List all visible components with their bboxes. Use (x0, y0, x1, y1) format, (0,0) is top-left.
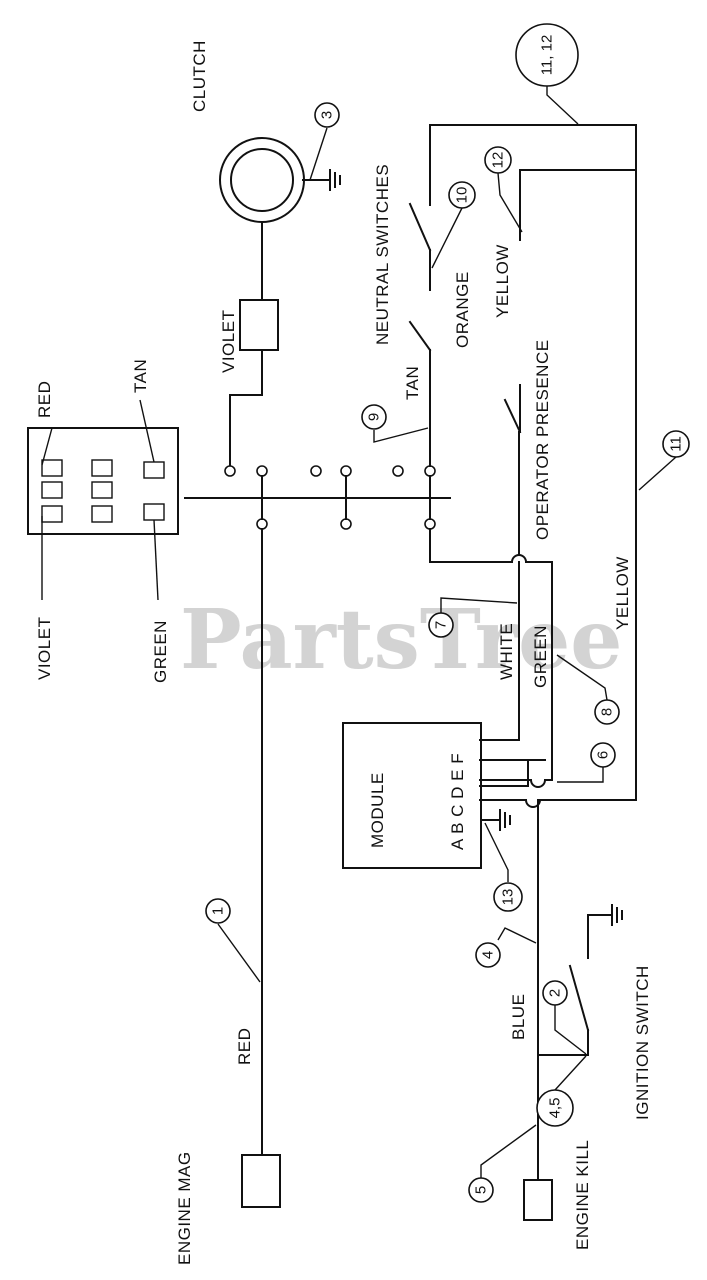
svg-text:11: 11 (668, 436, 685, 452)
connector-green-label: GREEN (151, 620, 170, 683)
svg-text:11, 12: 11, 12 (539, 35, 556, 76)
wire-red-label: RED (235, 1028, 254, 1065)
svg-text:8: 8 (599, 708, 616, 716)
engine-kill-label: ENGINE KILL (573, 1140, 592, 1250)
callout-1: 1 (205, 898, 261, 983)
engine-mag-label: ENGINE MAG (175, 1151, 194, 1265)
connector-tan-label: TAN (131, 359, 150, 393)
callout-9: 9 (361, 404, 429, 443)
wire-blue-label: BLUE (509, 994, 528, 1040)
module (342, 722, 511, 869)
svg-text:12: 12 (490, 152, 507, 169)
callout-8: 8 (556, 654, 620, 725)
wire-harness-connector (27, 399, 179, 601)
clutch (219, 137, 341, 471)
svg-text:4,5: 4,5 (547, 1098, 564, 1119)
svg-text:5: 5 (473, 1186, 490, 1194)
callout-4: 4 (475, 927, 537, 968)
svg-text:1: 1 (210, 907, 227, 915)
svg-text:10: 10 (454, 187, 471, 204)
wire-green-label: GREEN (531, 625, 550, 688)
svg-text:13: 13 (500, 889, 517, 906)
callout-12: 12 (484, 146, 523, 233)
blue-wire (523, 799, 623, 1221)
operator-presence-label: OPERATOR PRESENCE (533, 339, 552, 540)
wire-orange-label: ORANGE (453, 271, 472, 348)
callout-2: 2 (542, 980, 587, 1055)
callout-6: 6 (557, 742, 616, 783)
module-label: MODULE (368, 772, 387, 848)
watermark: PartsTree (180, 592, 622, 688)
white-green-wires (479, 561, 553, 808)
callout-10: 10 (431, 181, 476, 269)
neutral-switches (408, 124, 637, 564)
red-wire (241, 528, 281, 1208)
neutral-switches-label: NEUTRAL SWITCHES (373, 164, 392, 345)
callout-13: 13 (484, 822, 523, 912)
svg-text:4: 4 (480, 951, 497, 959)
svg-text:2: 2 (547, 989, 564, 997)
wire-yellow-main-label: YELLOW (613, 556, 632, 630)
svg-text:6: 6 (595, 751, 612, 759)
callout-11: 11 (638, 430, 690, 491)
svg-text:3: 3 (319, 111, 336, 119)
callout-5: 5 (468, 1124, 537, 1203)
callout-3: 3 (309, 102, 340, 181)
connector-red-label: RED (35, 381, 54, 418)
ignition-switch-label: IGNITION SWITCH (633, 965, 652, 1120)
wire-violet-label: VIOLET (219, 310, 238, 373)
operator-presence-switch (503, 169, 637, 801)
wire-white-label: WHITE (497, 623, 516, 680)
wire-yellow-top-label: YELLOW (493, 244, 512, 318)
svg-text:7: 7 (433, 621, 450, 629)
module-pins-label: A B C D E F (448, 753, 467, 850)
connector-violet-label: VIOLET (35, 617, 54, 680)
callout-4-5: 4,5 (536, 1055, 587, 1127)
callout-11-12: 11, 12 (515, 23, 579, 125)
connector-posts (224, 465, 436, 530)
clutch-label: CLUTCH (190, 40, 209, 112)
wire-tan-label: TAN (403, 366, 422, 400)
callout-7: 7 (428, 597, 518, 638)
svg-text:9: 9 (366, 413, 383, 421)
